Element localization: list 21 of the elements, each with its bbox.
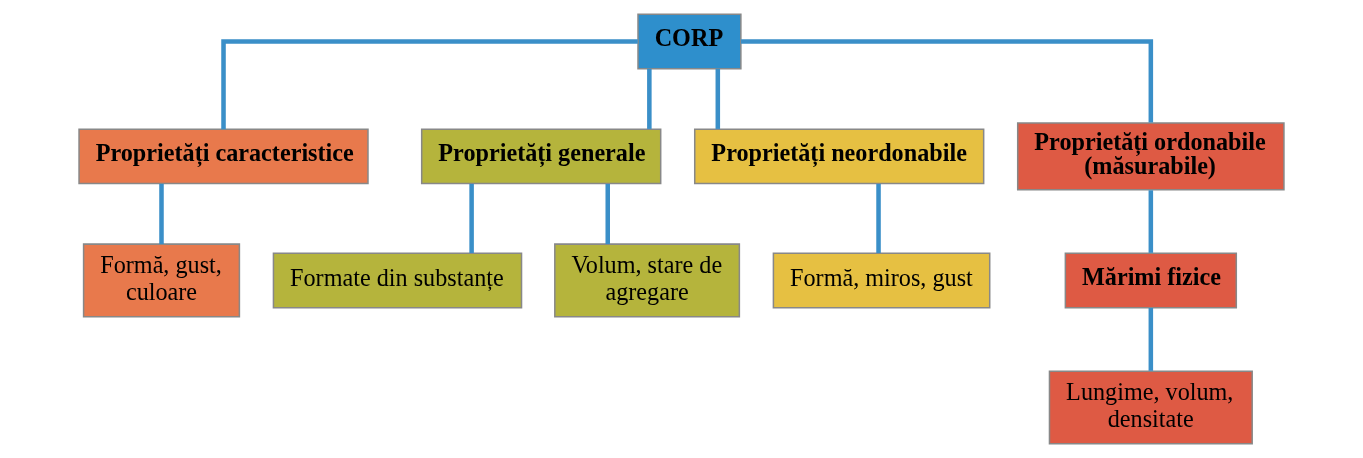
node-box: Volum, stare de agregare <box>554 243 741 318</box>
connector <box>1148 308 1154 371</box>
node-box: CORP <box>637 13 742 70</box>
node-box: Lungime, volum, densitate <box>1048 370 1253 445</box>
connector <box>741 39 1154 123</box>
node-box: Proprietăți generale <box>420 128 662 185</box>
node-box: Proprietăți ordonabile (măsurabile) <box>1016 122 1285 191</box>
connector <box>876 183 881 253</box>
node-box: Proprietăți caracteristice <box>78 128 369 185</box>
connector <box>159 183 164 245</box>
connector <box>715 68 721 129</box>
node-box: Formă, miros, gust <box>772 252 991 309</box>
node-box: Mărimi fizice <box>1064 252 1238 309</box>
connector <box>647 68 652 129</box>
connector <box>221 39 638 130</box>
node-box: Formă, gust, culoare <box>82 243 241 318</box>
connector <box>469 183 474 253</box>
connector <box>1148 190 1154 253</box>
node-box: Formate din substanțe <box>272 252 523 309</box>
node-box: Proprietăți neordonabile <box>694 128 985 185</box>
connector <box>605 183 610 245</box>
